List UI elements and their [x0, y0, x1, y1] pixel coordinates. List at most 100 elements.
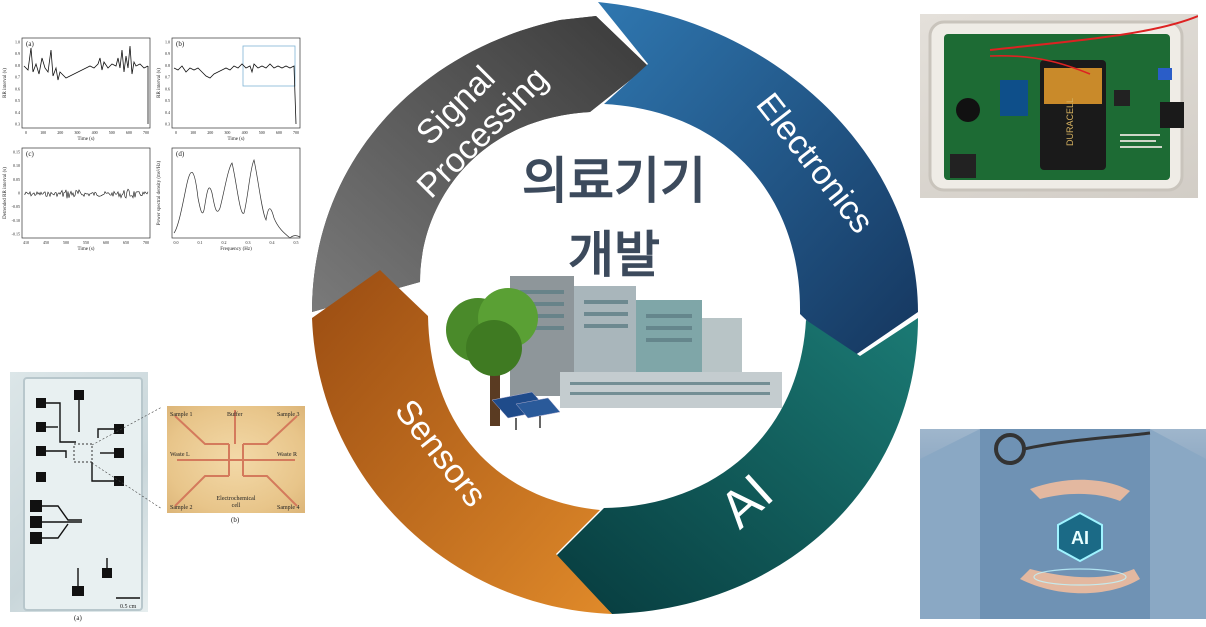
ai-segment [556, 318, 918, 614]
ai-doctor-photo: AI [920, 429, 1206, 619]
panel-b-ylabel: RR interval (s) [157, 68, 162, 98]
electrode-zoom-drawing: Sample 1 Buffer Sample 3 Waste L Waste R… [170, 410, 300, 511]
xtick-label: 0.2 [222, 240, 227, 245]
panel-d-tag: (d) [176, 150, 185, 158]
ytick-label: -0.10 [12, 218, 20, 223]
battery-brand: DURACELL [1065, 98, 1075, 146]
ytick-label: 1.0 [15, 40, 20, 45]
sensors-segment [312, 270, 612, 614]
xtick-label: 500 [259, 130, 265, 135]
sensor-tag-b: (b) [231, 516, 240, 524]
panel-d-psd-curve [173, 158, 301, 239]
xtick-label: 500 [63, 240, 69, 245]
xtick-label: 200 [57, 130, 63, 135]
xtick-label: 0.4 [270, 240, 275, 245]
panel-c-trace [23, 188, 149, 199]
xtick-label: 100 [40, 130, 46, 135]
label-sample3: Sample 3 [277, 412, 300, 418]
panel-a-trace [23, 45, 149, 81]
ytick-label: 0.05 [13, 177, 20, 182]
xtick-label: 500 [109, 130, 115, 135]
ecg-panel-b: (b) RR interval (s) Time (s) 1.0 0.9 0.8 0.… [157, 37, 301, 142]
xtick-label: 0.1 [198, 240, 203, 245]
panel-c-xticks: 410 450 500 550 600 650 700 [23, 240, 149, 245]
xtick-label: 300 [74, 130, 80, 135]
panel-b-trace [173, 63, 297, 125]
xtick-label: 400 [242, 130, 248, 135]
signal-processing-figure: (a) RR interval (s) Time (s) 1.0 0.9 0.8 0.… [3, 37, 301, 252]
label-sample1: Sample 1 [170, 412, 193, 418]
ytick-label: 0.9 [165, 51, 170, 56]
ytick-label: 0.5 [165, 98, 170, 103]
xtick-label: 200 [207, 130, 213, 135]
development-cycle: Signal Processing Electronics AI Sensors… [312, 2, 918, 614]
panel-b-yticks: 1.0 0.9 0.8 0.7 0.6 0.5 0.4 0.3 [165, 40, 170, 127]
ytick-label: 0.4 [15, 110, 20, 115]
label-waste-l: Waste L [170, 452, 190, 458]
panel-c-tag: (c) [26, 150, 34, 158]
ai-photo-drawing: AI [920, 429, 1206, 619]
panel-c-ylabel: Detrended RR interval (s) [3, 167, 8, 219]
xtick-label: 300 [224, 130, 230, 135]
xtick-label: 0.3 [246, 240, 251, 245]
label-buffer: Buffer [227, 411, 243, 418]
label-waste-r: Waste R [277, 452, 297, 458]
panel-b-xlabel: Time (s) [228, 137, 245, 142]
xtick-label: 410 [23, 240, 29, 245]
xtick-label: 100 [190, 130, 196, 135]
zoom-lines [91, 406, 163, 510]
electronics-pcb-photo: DURACELL [920, 14, 1198, 198]
xtick-label: 400 [92, 130, 98, 135]
xtick-label: 700 [293, 130, 299, 135]
label-electrochemical: Electrochemical [217, 496, 256, 502]
xtick-label: 700 [143, 240, 149, 245]
ytick-label: 0.6 [165, 86, 170, 91]
ytick-label: 0.3 [165, 122, 170, 127]
ai-badge: AI [1071, 528, 1089, 548]
ytick-label: 0.4 [165, 110, 170, 115]
ecg-panel-c: (c) Detrended RR interval (s) Time (s) 0… [3, 147, 151, 252]
hospital-illustration [446, 276, 782, 430]
panel-c-yticks: 0.150.100.050-0.05-0.10-0.15 [12, 150, 20, 237]
xtick-label: 700 [143, 130, 149, 135]
center-title-line1: 의료기기 [522, 153, 706, 209]
sensor-chip-photo: 0.5 cm [10, 372, 148, 612]
panel-b-xticks: 0 100 200 300 400 500 600 700 [175, 130, 299, 135]
electrode-zoom-photo: Sample 1 Buffer Sample 3 Waste L Waste R… [167, 406, 305, 513]
ytick-label: 0.8 [15, 63, 20, 68]
label-sample2: Sample 2 [170, 505, 193, 511]
ytick-label: 1.0 [165, 40, 170, 45]
xtick-label: 550 [83, 240, 89, 245]
pcb-drawing: DURACELL [928, 15, 1198, 192]
label-sample4: Sample 4 [277, 505, 300, 511]
ecg-panel-a: (a) RR interval (s) Time (s) 1.00.90.80.… [3, 37, 151, 142]
xtick-label: 600 [276, 130, 282, 135]
panel-b-tag: (b) [176, 40, 185, 48]
ytick-label: 0.8 [165, 63, 170, 68]
panel-d-ylabel: Power spectral density (ms²/Hz) [156, 160, 162, 225]
panel-c-xlabel: Time (s) [78, 247, 95, 252]
sensor-chip-drawing: 0.5 cm [23, 377, 143, 611]
electronics-segment [598, 2, 918, 360]
panel-a-tag: (a) [26, 40, 34, 48]
scale-label: 0.5 cm [120, 604, 137, 610]
ytick-label: 0.15 [13, 150, 20, 155]
ecg-panel-d: (d) Power spectral density (ms²/Hz) Freq… [156, 147, 301, 252]
xtick-label: 0 [175, 130, 177, 135]
xtick-label: 650 [123, 240, 129, 245]
xtick-label: 450 [43, 240, 49, 245]
xtick-label: 600 [103, 240, 109, 245]
ytick-label: 0.7 [15, 75, 20, 80]
ytick-label: 0.5 [15, 98, 20, 103]
panel-a-xlabel: Time (s) [78, 137, 95, 142]
ytick-label: 0.6 [15, 86, 20, 91]
xtick-label: 0.0 [174, 240, 179, 245]
ytick-label: -0.05 [12, 204, 20, 209]
ytick-label: 0.7 [165, 75, 170, 80]
panel-d-xlabel: Frequency (Hz) [220, 247, 252, 252]
center-title-line2: 개발 [568, 227, 660, 283]
panel-a-ylabel: RR interval (s) [3, 68, 8, 98]
sensor-tag-a: (a) [74, 614, 82, 622]
